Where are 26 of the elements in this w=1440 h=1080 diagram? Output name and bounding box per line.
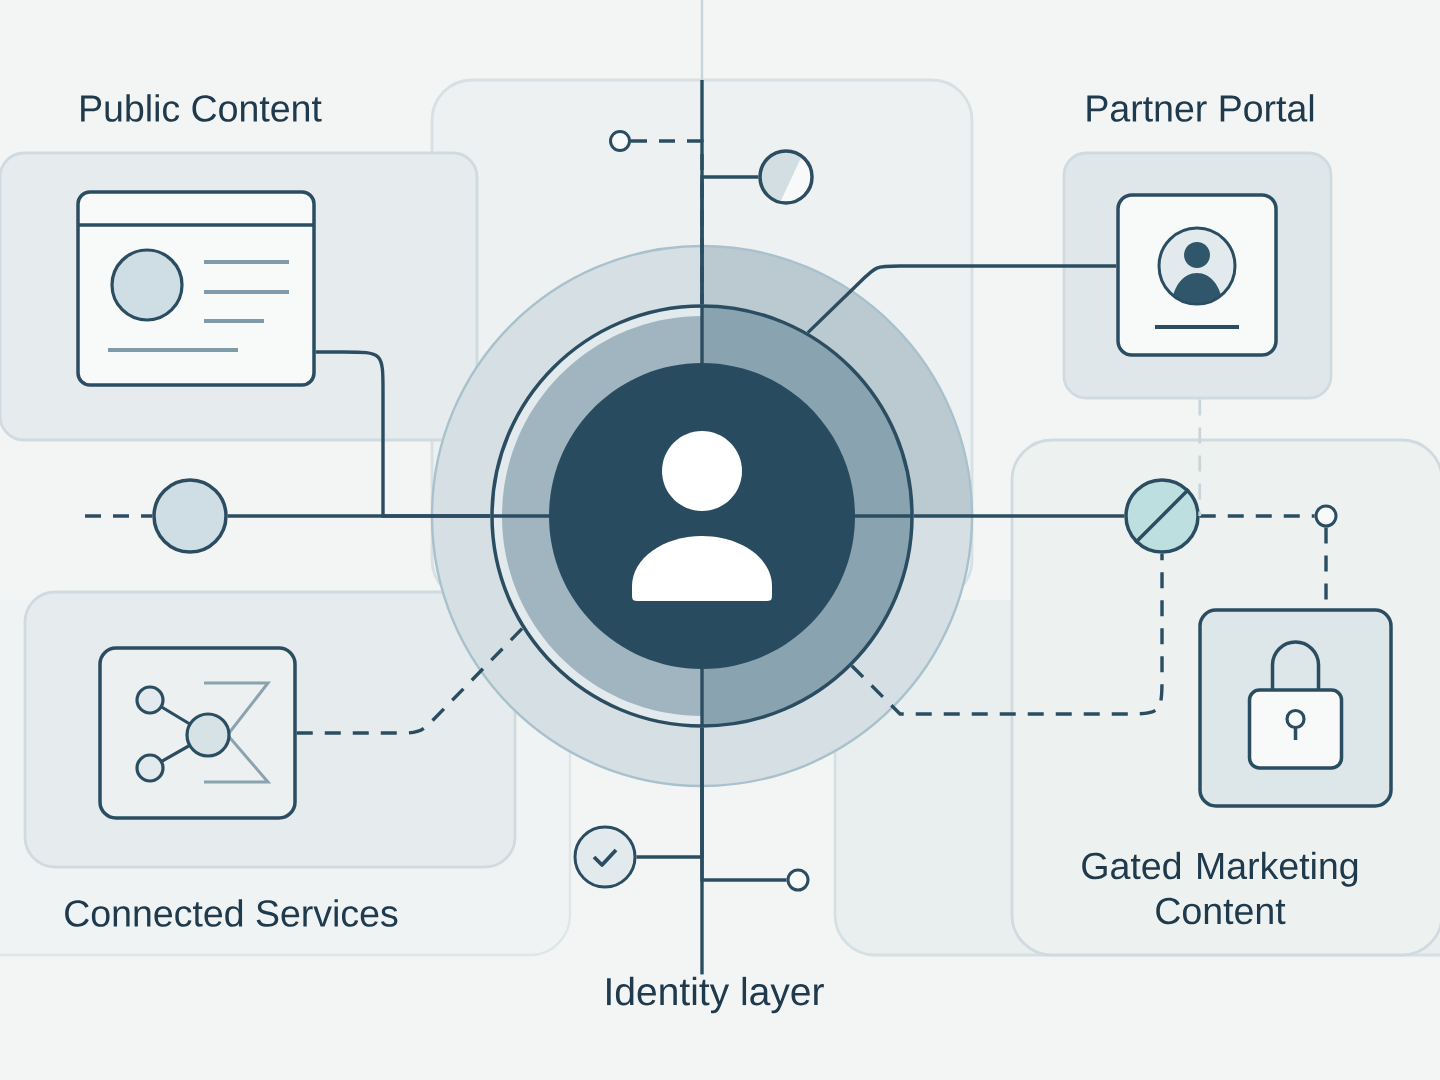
panel-heading: Public Content	[81, 94, 322, 122]
layer-label: Identity layer	[607, 976, 824, 1014]
endpoint-dot	[1314, 504, 1338, 528]
no-entry-icon	[1124, 478, 1200, 554]
panel-heading: Gated Marketing Content	[1082, 851, 1358, 925]
web-page-icon	[76, 190, 316, 387]
connector-line	[1199, 514, 1315, 518]
connector-line	[913, 514, 1125, 518]
endpoint-dot	[786, 868, 810, 892]
connector-line	[296, 627, 524, 735]
check-icon	[573, 825, 637, 889]
connector-line	[700, 727, 704, 975]
hub-circle	[430, 244, 974, 788]
lock-icon	[1198, 608, 1393, 808]
junction-circle	[152, 478, 228, 554]
connector-line	[85, 514, 153, 518]
panel-heading: Partner Portal	[1087, 94, 1314, 122]
connector-line	[315, 350, 491, 518]
connector-line	[850, 553, 1164, 716]
connector-line	[806, 264, 1117, 334]
half-filled-circle	[758, 149, 814, 205]
network-icon	[98, 646, 297, 820]
connector-line	[1198, 399, 1202, 516]
profile-card-icon	[1116, 193, 1278, 357]
connector-line	[700, 80, 704, 305]
panel-heading: Connected Services	[65, 899, 398, 927]
